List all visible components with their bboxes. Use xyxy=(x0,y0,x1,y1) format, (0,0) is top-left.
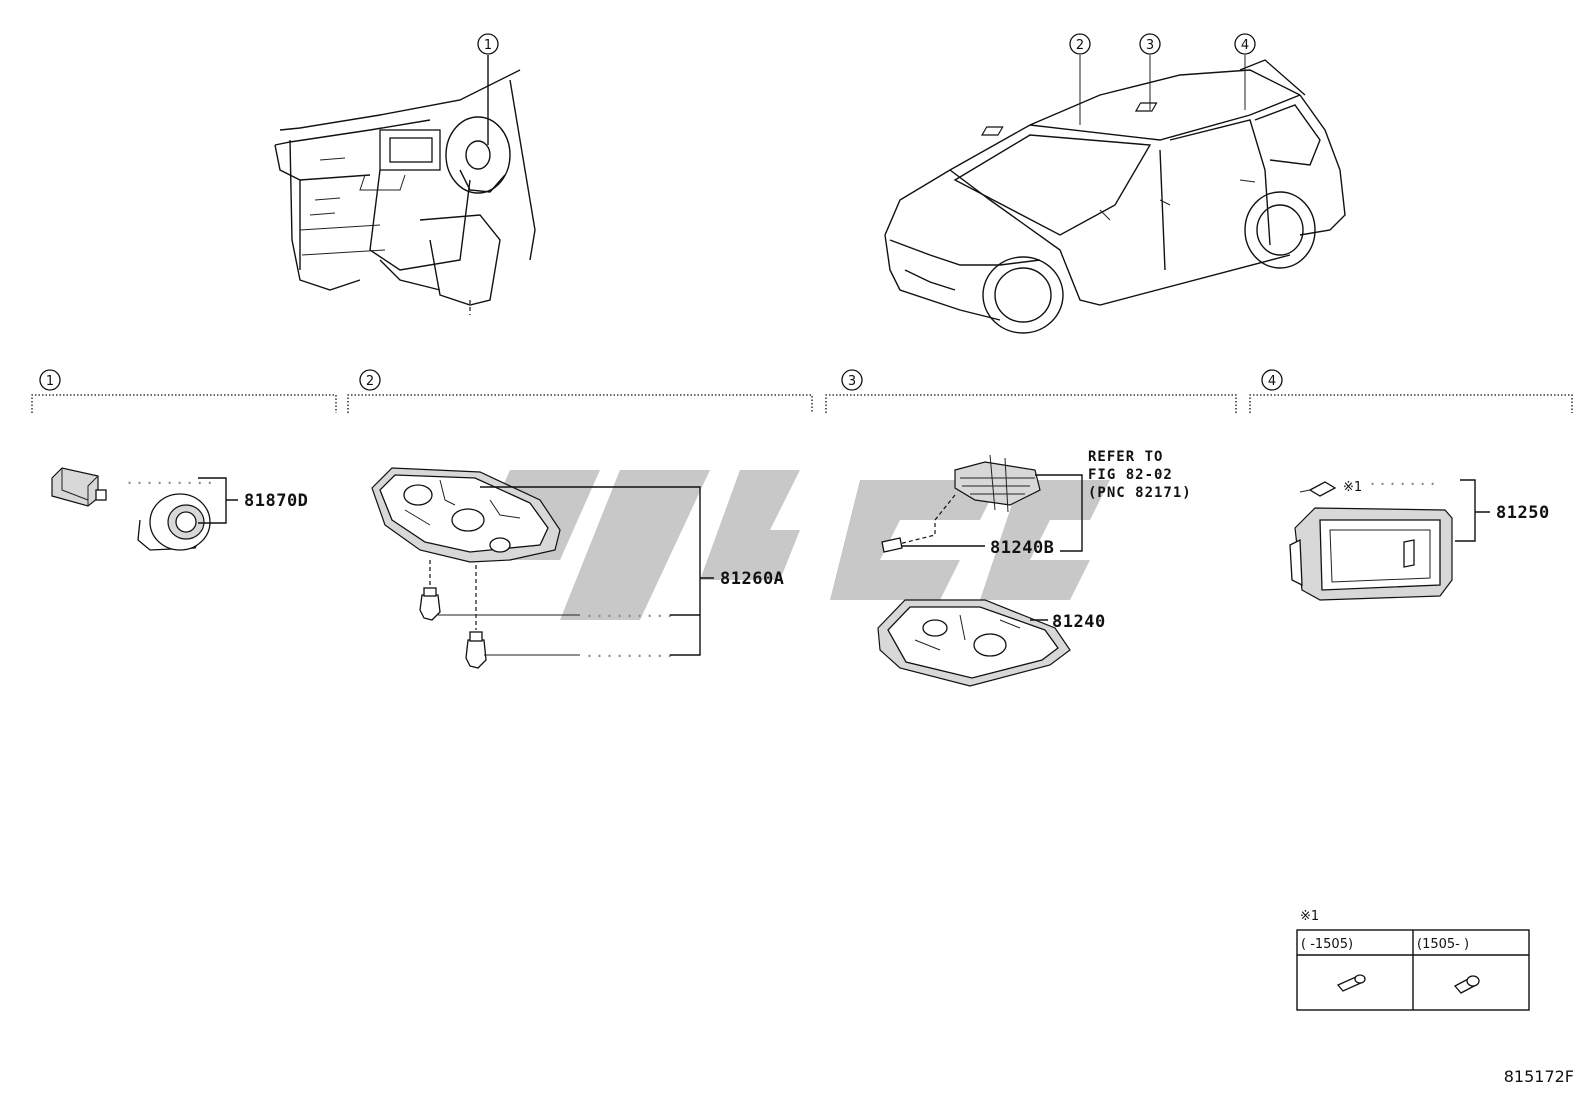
section-1-callout: 1 xyxy=(39,369,61,391)
section-3-callout: 3 xyxy=(841,369,863,391)
leader-81240B xyxy=(902,474,1083,552)
note-table: ※1 ( -1505) (1505- ) xyxy=(1296,909,1530,1011)
map-lamp-housing xyxy=(371,467,561,563)
part-81260A: 81260A xyxy=(720,569,784,589)
obscured-part-number: ········· xyxy=(585,607,675,625)
svg-text:1: 1 xyxy=(484,38,492,53)
leader-81870D xyxy=(198,477,238,524)
section-3-parts: 81240B REFER TO FIG 82-02 (PNC 82171) 81… xyxy=(877,449,1192,687)
ring-part xyxy=(137,493,211,551)
refer-line-3: (PNC 82171) xyxy=(1088,485,1192,501)
note-mark: ※1 xyxy=(1300,909,1319,924)
svg-text:4: 4 xyxy=(1241,38,1249,53)
leader-81250 xyxy=(1455,479,1490,542)
bulb-type-1-icon xyxy=(1336,974,1366,992)
bulb-part-2 xyxy=(465,631,487,669)
svg-text:3: 3 xyxy=(1146,38,1154,53)
note-mark-ref: ※1 xyxy=(1343,480,1362,495)
section-brackets xyxy=(31,394,1573,413)
refer-line-1: REFER TO xyxy=(1088,449,1163,465)
bulb-part-1 xyxy=(419,587,441,621)
bulb-type-2-icon xyxy=(1453,975,1480,994)
part-81240: 81240 xyxy=(1052,612,1106,632)
bulb-part-3 xyxy=(881,537,903,553)
bulb-part-4 xyxy=(1299,481,1337,497)
top-callouts: 1 2 3 4 xyxy=(477,33,1256,55)
section-callouts: 1 2 3 4 xyxy=(39,369,1283,391)
figure-code: 815172F xyxy=(1504,1067,1574,1086)
svg-text:4: 4 xyxy=(1268,374,1276,389)
part-81250: 81250 xyxy=(1496,503,1550,523)
switch-part xyxy=(51,467,107,507)
car-illustration xyxy=(884,55,1346,334)
section-4-callout: 4 xyxy=(1261,369,1283,391)
svg-text:2: 2 xyxy=(1076,38,1084,53)
section-2-callout: 2 xyxy=(359,369,381,391)
callout-3-top: 3 xyxy=(1139,33,1161,55)
callout-1-top: 1 xyxy=(477,33,499,55)
obscured-part-number: ········· xyxy=(125,474,215,492)
callout-2-top: 2 xyxy=(1069,33,1091,55)
table-col-2-header: (1505- ) xyxy=(1417,937,1469,952)
leader-81260A xyxy=(480,486,714,656)
section-4-parts: ※1 ······· 81250 xyxy=(1289,475,1550,601)
svg-text:1: 1 xyxy=(46,374,54,389)
dashboard-illustration xyxy=(274,55,536,315)
obscured-part-number: ········· xyxy=(585,647,675,665)
part-81240B: 81240B xyxy=(990,538,1054,558)
obscured-part-number: ······· xyxy=(1368,475,1438,493)
table-col-1-header: ( -1505) xyxy=(1301,937,1353,952)
refer-line-2: FIG 82-02 xyxy=(1088,467,1173,483)
svg-text:2: 2 xyxy=(366,374,374,389)
svg-text:3: 3 xyxy=(848,374,856,389)
part-81870D: 81870D xyxy=(244,491,308,511)
callout-4-top: 4 xyxy=(1234,33,1256,55)
section-1-parts: ········· 81870D xyxy=(51,467,308,551)
wire-harness-connector xyxy=(954,454,1041,513)
luggage-lamp xyxy=(1289,507,1453,601)
section-2-parts: ········· ········· 81260A xyxy=(371,467,784,669)
room-lamp-housing xyxy=(877,599,1071,687)
